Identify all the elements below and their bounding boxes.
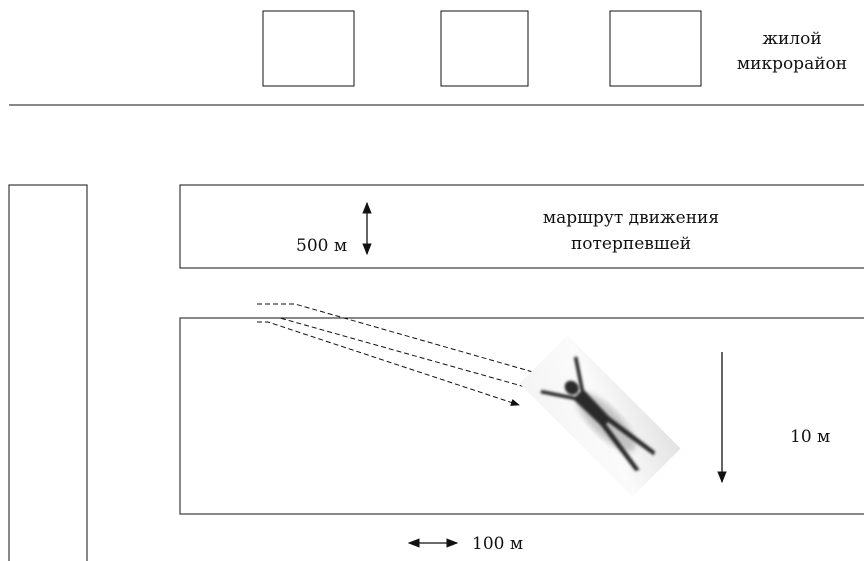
lower-area: [179, 317, 864, 515]
trajectory-lines: [257, 303, 590, 406]
trajectory-line-1: [257, 303, 590, 390]
distance-100-label: 100 м: [472, 534, 523, 554]
route-label-line1: маршрут движения: [543, 208, 719, 228]
house-3: [609, 10, 702, 87]
house-1: [262, 10, 355, 87]
district-label-line2: микрорайон: [737, 54, 847, 74]
distance-500-label: 500 м: [296, 236, 347, 256]
trajectory-line-3: [257, 321, 520, 406]
route-label-line2: потерпевшей: [571, 234, 691, 254]
route-strip: [179, 184, 864, 269]
trajectory-line-2: [257, 317, 562, 399]
left-road: [8, 184, 88, 561]
house-2: [440, 10, 529, 87]
distance-10-label: 10 м: [790, 427, 830, 447]
district-label-line1: жилой: [762, 29, 821, 49]
victim-figure-icon: [519, 335, 681, 497]
